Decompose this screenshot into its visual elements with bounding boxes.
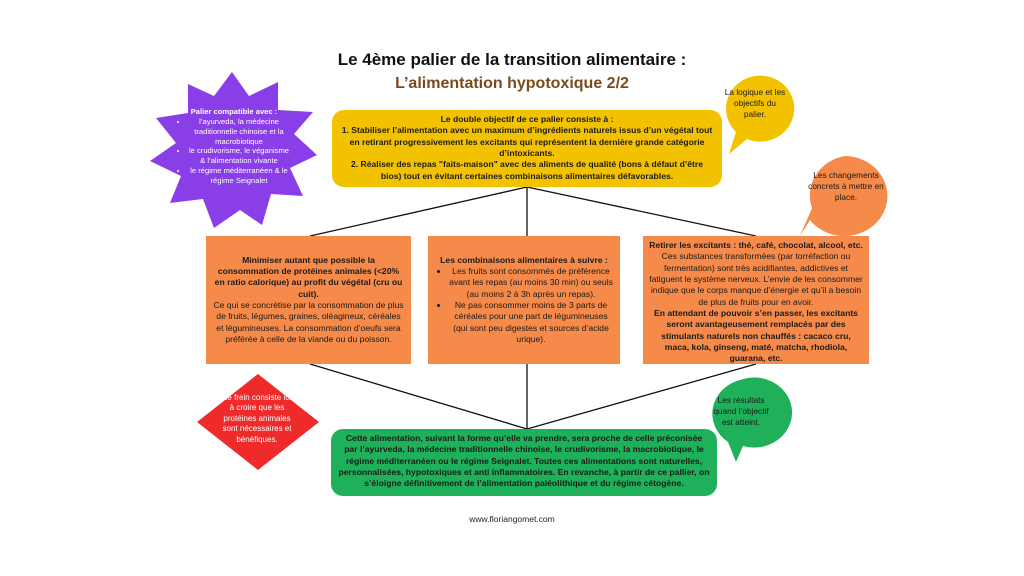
food-combinations-heading: Les combinaisons alimentaires à suivre : <box>440 254 608 265</box>
connector-line <box>526 363 757 430</box>
results-speech-bubble <box>712 377 793 462</box>
stimulants-heading: Retirer les excitants : thé, café, choco… <box>649 240 863 250</box>
food-combination-item: Les fruits sont consommés de préférence … <box>449 266 613 300</box>
logic-speech-bubble <box>726 75 795 154</box>
connector-line <box>309 363 528 430</box>
stimulants-replacement: En attendant de pouvoir s’en passer, les… <box>654 308 858 364</box>
page-subtitle: L’alimentation hypotoxique 2/2 <box>395 75 629 92</box>
compatible-star-shape <box>150 72 317 228</box>
compatible-heading: Palier compatible avec : <box>190 107 278 116</box>
animal-protein-box: Minimiser autant que possible la consomm… <box>206 236 411 364</box>
objective-point-2: 2. Réaliser des repas "faits-maison" ave… <box>350 159 704 181</box>
compatible-item: le crudivorisme, le véganisme & l’alimen… <box>188 146 290 166</box>
food-combinations-list: Les fruits sont consommés de préférence … <box>435 266 613 345</box>
result-text: Cette alimentation, suivant la forme qu’… <box>338 433 710 489</box>
connector-line <box>526 186 757 237</box>
results-bubble-text: Les résultats quand l’objectif est attei… <box>713 395 769 427</box>
objective-point-1: 1. Stabiliser l’alimentation avec un max… <box>341 125 713 159</box>
compatible-list: l’ayurveda, la médecine traditionnelle c… <box>178 117 290 186</box>
stimulants-box: Retirer les excitants : thé, café, choco… <box>643 236 869 364</box>
page-title: Le 4ème palier de la transition alimenta… <box>337 50 687 69</box>
animal-protein-heading: Minimiser autant que possible la consomm… <box>214 254 403 299</box>
compatible-star: Palier compatible avec : l’ayurveda, la … <box>178 107 290 186</box>
food-combinations-box: Les combinaisons alimentaires à suivre :… <box>428 236 620 364</box>
brake-diamond-text: Le frein consiste ici à croire que les p… <box>222 393 292 444</box>
logic-bubble-text: La logique et les objectifs du palier. <box>724 87 786 119</box>
result-box: Cette alimentation, suivant la forme qu’… <box>331 429 717 496</box>
stimulants-text: Ces substances transformées (par torréfa… <box>649 251 863 307</box>
animal-protein-text: Ce qui se concrétise par la consommation… <box>213 300 404 345</box>
food-combination-item: Ne pas consommer moins de 3 parts de cér… <box>449 300 613 345</box>
footer-website: www.floriangomet.com <box>469 514 555 524</box>
brake-diamond-shape <box>197 374 319 470</box>
compatible-item: l’ayurveda, la médecine traditionnelle c… <box>188 117 290 147</box>
objective-heading: Le double objectif de ce palier consiste… <box>440 114 614 124</box>
changes-bubble-text: Les changements concrets à mettre en pla… <box>808 170 884 202</box>
changes-speech-bubble <box>800 156 888 236</box>
objective-box: Le double objectif de ce palier consiste… <box>332 110 722 187</box>
connector-line <box>309 186 528 237</box>
compatible-item: le régime méditerranéen & le régime Seig… <box>188 166 290 186</box>
